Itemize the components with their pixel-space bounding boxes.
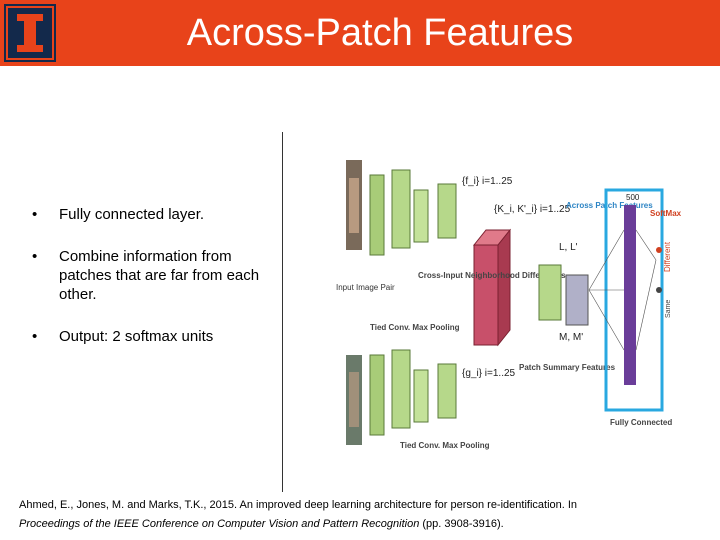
bullet-text: Fully connected layer. xyxy=(59,206,205,223)
label-g: {g_i} i=1..25 xyxy=(462,368,516,379)
patch-summary-block xyxy=(538,264,562,321)
label-m: M, M' xyxy=(559,332,583,343)
conv-block-top-2 xyxy=(391,169,411,249)
label-500: 500 xyxy=(626,193,640,202)
fully-connected-layer xyxy=(624,205,636,385)
bullet-output: • Output: 2 softmax units xyxy=(32,327,262,346)
label-l: L, L' xyxy=(559,242,578,253)
label-tied-bottom: Tied Conv. Max Pooling xyxy=(400,441,490,450)
label-cross-input: Cross-Input Neighborhood Differences xyxy=(418,271,566,280)
label-tied-top: Tied Conv. Max Pooling xyxy=(370,323,460,332)
bullet-icon: • xyxy=(32,248,38,265)
label-fully-connected: Fully Connected xyxy=(610,418,672,427)
citation: Ahmed, E., Jones, M. and Marks, T.K., 20… xyxy=(19,496,709,534)
label-input: Input Image Pair xyxy=(336,283,395,292)
bullet-text: Combine information from patches that ar… xyxy=(59,248,260,303)
conv-block-bottom-1 xyxy=(369,354,385,436)
citation-pages: (pp. 3908-3916). xyxy=(419,518,504,530)
label-k: {K_i, K'_i} i=1..25 xyxy=(494,204,571,215)
bullet-combine-information: • Combine information from patches that a… xyxy=(32,247,262,304)
softmax-unit-same xyxy=(656,287,662,293)
label-patch-summary: Patch Summary Features xyxy=(519,363,616,372)
university-logo xyxy=(4,4,56,62)
label-f: {f_i} i=1..25 xyxy=(462,176,513,187)
conv-block-top-3 xyxy=(437,183,457,239)
citation-authors: Ahmed, E., Jones, M. and Marks, T.K., 20… xyxy=(19,499,578,511)
bullet-fully-connected: • Fully connected layer. xyxy=(32,205,262,224)
label-different: Different xyxy=(663,241,672,272)
title-bar: Across-Patch Features xyxy=(0,0,720,66)
citation-venue: Proceedings of the IEEE Conference on Co… xyxy=(19,518,420,530)
label-softmax: SoftMax xyxy=(650,209,682,218)
neighborhood-diff-block xyxy=(473,244,499,346)
fully-connected-box xyxy=(604,188,664,412)
softmax-unit-different xyxy=(656,247,662,253)
label-same: Same xyxy=(665,300,672,318)
vertical-divider xyxy=(282,132,283,492)
bullet-list: • Fully connected layer. • Combine informa… xyxy=(32,200,262,346)
bullet-icon: • xyxy=(32,328,38,345)
conv-block-top-1 xyxy=(369,174,385,256)
bullet-icon: • xyxy=(32,206,38,223)
label-across-patch: Across Patch Features xyxy=(566,201,653,210)
slide-title: Across-Patch Features xyxy=(186,12,574,54)
conv-block-bottom-2 xyxy=(437,363,457,419)
network-architecture-figure: {f_i} i=1..25 {g_i} i=1..25 Input Image … xyxy=(334,150,696,458)
bullet-text: Output: 2 softmax units xyxy=(59,328,214,345)
